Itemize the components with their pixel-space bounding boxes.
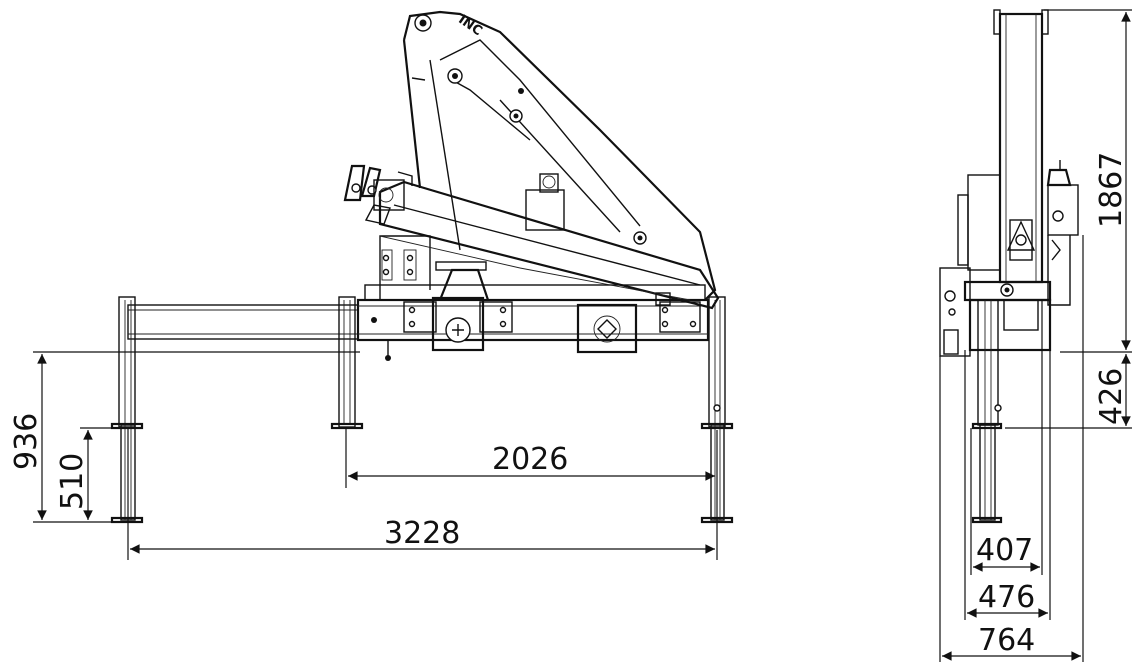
dimension-936: 936 [9, 351, 360, 523]
tip-assembly [343, 164, 413, 225]
dimension-510: 510 [55, 427, 118, 520]
dim-label-407: 407 [976, 533, 1033, 568]
end-view-body [939, 174, 1001, 357]
main-boom: INC [402, 10, 717, 301]
end-view-leg [971, 299, 1003, 524]
dimension-407: 407 [970, 300, 1043, 575]
dimension-1867: 1867 [1044, 9, 1132, 353]
dimension-3228: 3228 [127, 428, 718, 560]
end-view: 1867 426 407 476 764 [939, 9, 1132, 662]
logo-label: INC [455, 12, 484, 39]
dim-label-936: 936 [9, 413, 44, 470]
dimension-2026: 2026 [345, 428, 715, 488]
dim-label-476: 476 [978, 580, 1035, 615]
dim-label-426: 426 [1094, 368, 1129, 425]
end-view-boom [993, 9, 1049, 284]
end-view-base [963, 280, 1052, 352]
dim-label-764: 764 [978, 623, 1035, 658]
dim-label-1867: 1867 [1094, 152, 1129, 228]
base-frame [356, 284, 710, 361]
dim-label-510: 510 [55, 453, 90, 510]
end-view-hook [1046, 160, 1079, 306]
dimension-426: 426 [1005, 353, 1132, 429]
crane-column [379, 173, 565, 301]
left-inner-leg [330, 296, 364, 430]
left-outer-leg [110, 296, 144, 524]
front-view: INC 3228 [9, 10, 734, 560]
dim-label-3228: 3228 [384, 516, 460, 551]
dim-label-2026: 2026 [492, 442, 568, 477]
dimension-764: 764 [939, 235, 1084, 662]
left-outrigger-beam [127, 304, 359, 340]
dimension-476: 476 [964, 350, 1051, 620]
